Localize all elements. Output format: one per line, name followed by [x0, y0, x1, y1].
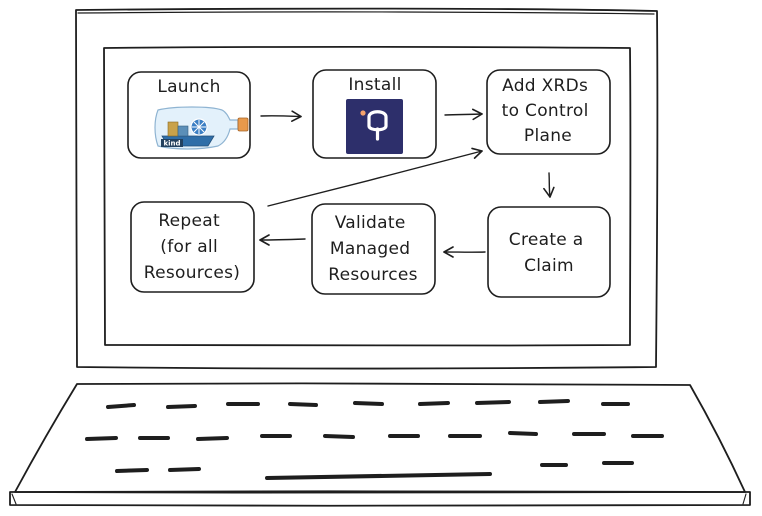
step-repeat: Repeat (for all Resources) [130, 201, 255, 293]
step-label: Launch [157, 77, 220, 97]
arrow-repeat-to-add-xrds [267, 147, 483, 207]
arrow-add-xrds-to-create-claim [543, 172, 555, 198]
step-launch: Launch kind [127, 71, 251, 159]
step-label: Repeat (for all Resources) [144, 211, 240, 283]
connectors [259, 108, 555, 258]
step-label: Install [348, 75, 401, 95]
step-label: Create a Claim [509, 230, 589, 276]
step-label: Validate Managed Resources [328, 213, 418, 285]
svg-text:kind: kind [163, 140, 180, 148]
arrow-install-to-add-xrds [444, 108, 483, 121]
arrow-launch-to-install [260, 110, 302, 122]
screen-display [103, 45, 632, 347]
step-install: Install [312, 69, 437, 159]
step-label: Add XRDs to Control Plane [502, 76, 595, 146]
step-add-xrds: Add XRDs to Control Plane [486, 69, 611, 155]
arrow-validate-to-repeat [259, 234, 306, 246]
keyboard-keys [85, 399, 664, 480]
kind-logo: kind [154, 106, 249, 150]
step-create-claim: Create a Claim [487, 206, 611, 298]
laptop-screen [75, 7, 659, 370]
laptop-keyboard-deck [9, 382, 751, 507]
step-validate: Validate Managed Resources [311, 203, 436, 295]
crossplane-logo [346, 99, 403, 154]
